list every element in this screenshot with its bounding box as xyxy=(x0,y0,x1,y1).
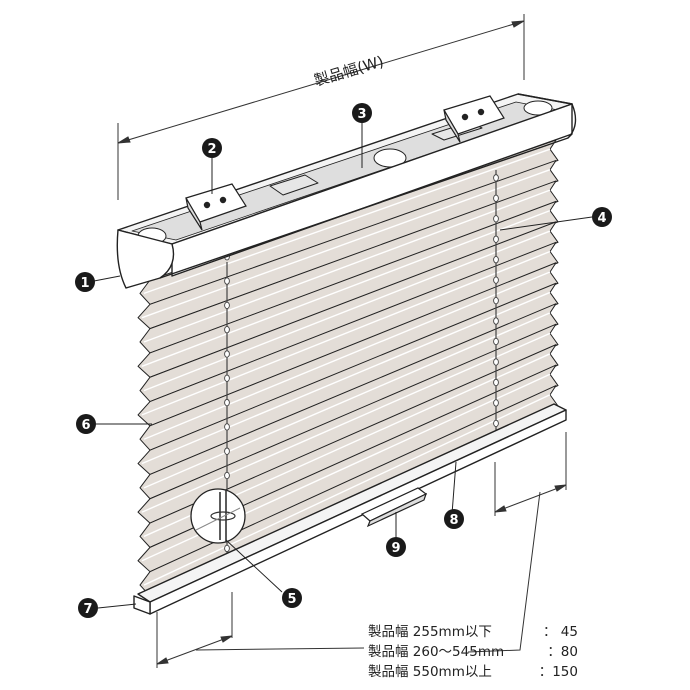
note-row: 製品幅 550mm以上 ：150 xyxy=(368,662,578,682)
note-value: ： 45 xyxy=(543,624,578,640)
callout-4: 4 xyxy=(592,207,612,227)
pleat-fold-highlight xyxy=(141,332,551,513)
callout-leaders xyxy=(93,122,593,609)
cord-hole xyxy=(493,358,499,366)
pleat-fold-highlight xyxy=(141,169,551,319)
pleat-fold-highlight xyxy=(143,271,551,440)
cord-length-dimension xyxy=(156,432,567,668)
callout-2: 2 xyxy=(202,138,222,158)
cord-holes xyxy=(224,174,499,553)
cord-hole xyxy=(493,419,499,428)
svg-text:2: 2 xyxy=(207,142,216,157)
pleat-fold-highlight xyxy=(143,312,551,489)
callout-8: 8 xyxy=(444,509,464,529)
cord-hole xyxy=(224,398,230,407)
svg-text:8: 8 xyxy=(449,513,458,528)
note-value: ：80 xyxy=(547,644,578,660)
callout-9: 9 xyxy=(386,537,406,557)
pleat-fold-highlight xyxy=(143,189,551,343)
pleat xyxy=(139,344,559,548)
pleat xyxy=(139,180,559,354)
mounting-brackets xyxy=(185,95,505,231)
cord-hole xyxy=(224,277,230,285)
note-row: 製品幅 260〜545mm ：80 xyxy=(368,642,578,662)
cord-hole xyxy=(493,194,499,202)
callout-3: 3 xyxy=(352,103,372,123)
svg-text:3: 3 xyxy=(357,107,366,122)
pleated-fabric xyxy=(137,139,559,597)
cord-hole xyxy=(224,447,230,455)
cord-hole xyxy=(493,296,499,305)
cord-hole xyxy=(493,256,499,264)
callout-1: 1 xyxy=(75,272,95,292)
pleat-fold-highlight xyxy=(141,291,551,465)
callout-5: 5 xyxy=(282,588,302,608)
pleat xyxy=(137,241,559,427)
pleat-fold-highlight xyxy=(143,394,551,586)
note-label: 製品幅 550mm以上 xyxy=(368,664,492,680)
cord-hole xyxy=(224,471,230,480)
roller-right xyxy=(523,100,553,116)
cord-hole xyxy=(493,317,499,325)
cord-dim-line-right xyxy=(494,484,567,513)
note-leader-right xyxy=(467,491,541,653)
pleat xyxy=(137,323,559,524)
note-label: 製品幅 260〜545mm xyxy=(368,644,505,660)
svg-text:9: 9 xyxy=(391,541,400,556)
bracket-right xyxy=(443,95,505,143)
cord-hole xyxy=(493,276,499,284)
cord-hole xyxy=(224,423,230,431)
cord-dim-line xyxy=(156,635,233,665)
width-arrow-left xyxy=(117,136,131,144)
bracket-left xyxy=(185,183,247,231)
detail-magnifier xyxy=(190,488,246,544)
svg-text:7: 7 xyxy=(83,602,92,617)
width-dimension xyxy=(117,14,525,200)
cord-hole xyxy=(224,301,230,309)
cord-hole xyxy=(493,215,499,223)
detail-circle xyxy=(190,488,246,544)
svg-text:1: 1 xyxy=(80,276,89,291)
svg-text:4: 4 xyxy=(597,211,606,226)
pleat-fold-highlight xyxy=(141,250,551,416)
pull-handle xyxy=(360,487,428,528)
callout-6: 6 xyxy=(76,414,96,434)
width-arrow-right xyxy=(511,20,525,28)
cord-hole xyxy=(493,174,499,182)
cord-hole xyxy=(493,235,499,243)
pleat xyxy=(139,262,559,451)
head-rail-right-end xyxy=(517,93,577,139)
cord-hole xyxy=(493,378,499,387)
width-dimension-line xyxy=(117,20,525,144)
cord-hole xyxy=(224,350,230,358)
rail-block-1 xyxy=(269,174,319,196)
cord-hole xyxy=(224,374,230,382)
width-label: 製品幅(W) xyxy=(312,52,386,90)
pleat-fold-highlight xyxy=(141,209,551,367)
note-row: 製品幅 255mm以下 ： 45 xyxy=(368,622,578,642)
pleat-fold-highlight xyxy=(143,230,551,392)
cord-hole xyxy=(224,544,230,553)
cord-hole xyxy=(493,399,499,407)
pleat xyxy=(139,303,559,500)
pleat xyxy=(137,282,559,475)
note-label: 製品幅 255mm以下 xyxy=(368,624,492,640)
callout-7: 7 xyxy=(78,598,98,618)
head-rail-bottom-edge xyxy=(159,137,569,279)
size-notes: 製品幅 255mm以下 ： 45 製品幅 260〜545mm ：80 製品幅 5… xyxy=(368,622,578,682)
cord-hole xyxy=(224,326,230,334)
note-value: ：150 xyxy=(538,664,578,680)
svg-text:5: 5 xyxy=(287,592,296,607)
pleat-fold-highlight xyxy=(143,148,551,295)
pleat xyxy=(137,159,559,330)
svg-text:6: 6 xyxy=(81,418,90,433)
note-leader-left xyxy=(195,647,365,651)
cord-hole xyxy=(493,337,499,346)
